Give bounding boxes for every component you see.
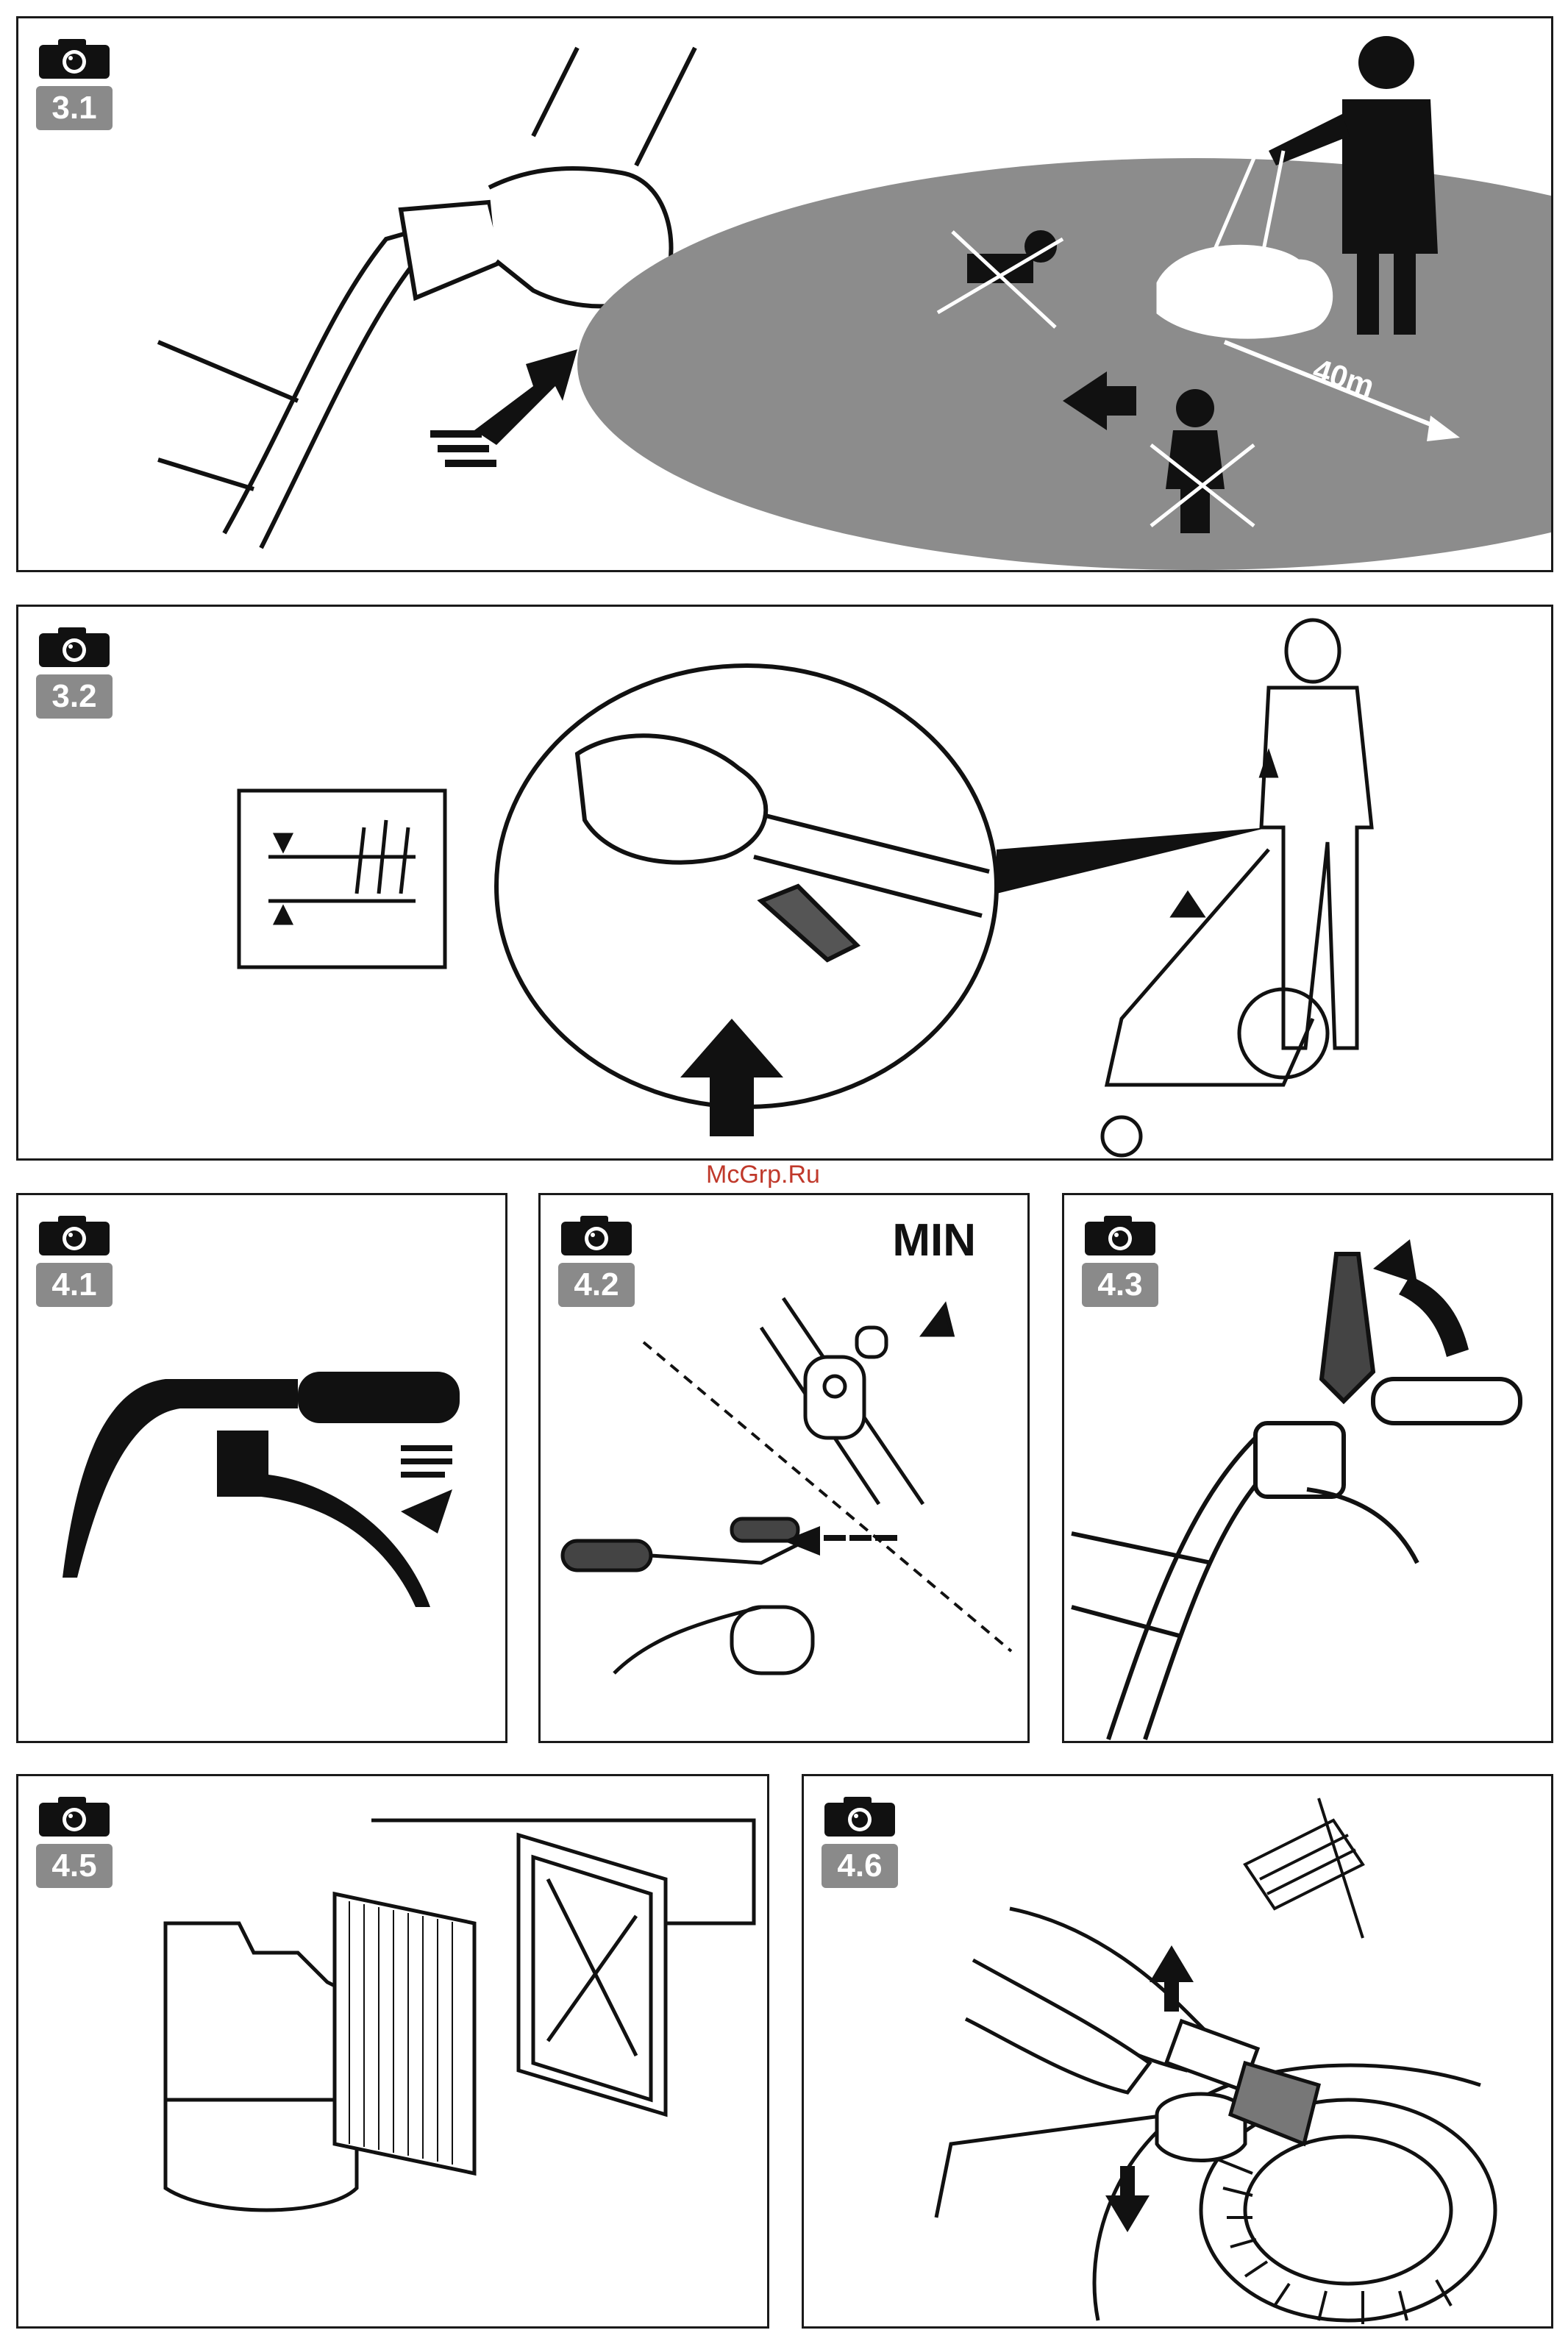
cutting-height-icon xyxy=(239,791,445,967)
brush-in-hand xyxy=(966,1909,1319,2144)
throttle-control-top xyxy=(761,1298,952,1504)
push-arrow-icon xyxy=(783,1526,897,1556)
pointer-wedge xyxy=(997,827,1269,894)
air-filter-cover xyxy=(165,1923,357,2210)
air-filter-element xyxy=(335,1894,474,2173)
handle-silhouette xyxy=(63,1372,460,1607)
illustration-4-2 xyxy=(541,1195,1030,1743)
panel-4-1: 4.1 xyxy=(16,1193,507,1743)
panel-3-2: 3.2 xyxy=(16,605,1553,1161)
panel-4-2: 4.2 MIN xyxy=(538,1193,1030,1743)
panel-4-6: 4.6 xyxy=(802,1774,1553,2329)
grille xyxy=(1245,1798,1363,1938)
illustration-4-3 xyxy=(1064,1195,1553,1743)
illustration-4-1 xyxy=(18,1195,507,1743)
upward-arrow xyxy=(430,349,577,467)
operator-with-mower xyxy=(1102,620,1372,1155)
illustration-4-6 xyxy=(804,1776,1553,2329)
release-arrow-icon xyxy=(401,1445,452,1533)
lift-arrow-icon xyxy=(1373,1239,1469,1357)
panel-4-5: 4.5 xyxy=(16,1774,769,2329)
throttle-control-bottom xyxy=(563,1519,813,1673)
watermark: McGrp.Ru xyxy=(706,1161,820,1189)
panel-4-3: 4.3 xyxy=(1062,1193,1553,1743)
panel-3-1: 3.1 xyxy=(16,16,1553,572)
illustration-3-2 xyxy=(18,607,1553,1161)
illustration-4-5 xyxy=(18,1776,769,2329)
illustration-3-1 xyxy=(18,18,1553,572)
